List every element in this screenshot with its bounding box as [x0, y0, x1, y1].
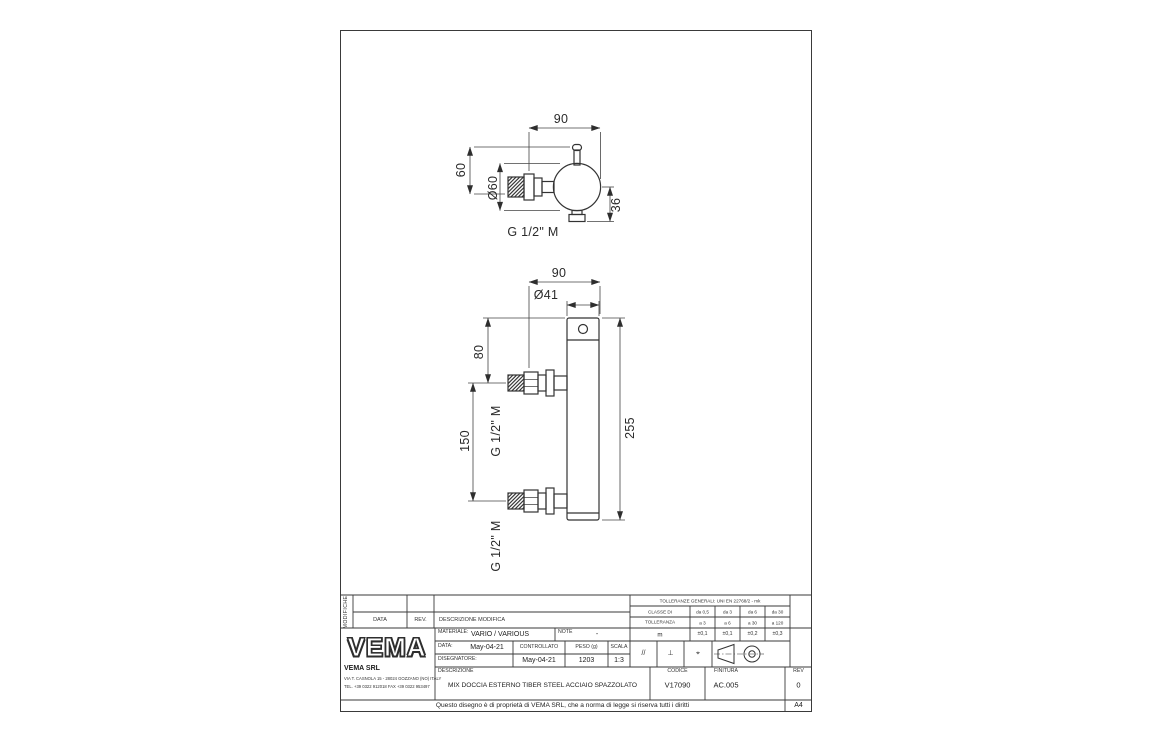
dim-side-width: 90: [553, 111, 569, 126]
dim-front-diameter: Ø41: [533, 287, 559, 302]
codice-value: V17090: [664, 680, 691, 690]
front-view-linework: [507, 317, 600, 521]
finitura-value: AC.005: [713, 680, 739, 690]
tolerance-range-header: da 0,5: [696, 608, 709, 614]
dim-side-diameter: Ø60: [485, 175, 500, 201]
descrizione-label: DESCRIZIONE: [438, 668, 474, 674]
tolerance-limit-header: a 30: [748, 619, 757, 625]
parallelism-symbol-icon: //: [641, 649, 646, 657]
data-label: DATA:: [438, 643, 453, 649]
tolerance-title: TOLLERANZE GENERALI: UNI EN 22768/2 - mk: [659, 597, 761, 603]
tolerance-limit-header: a 120: [771, 619, 784, 625]
scala-label: SCALA: [610, 643, 628, 650]
tolerance-class-label-1: CLASSE DI: [648, 609, 672, 615]
codice-label: CODICE: [667, 667, 688, 674]
disegnatore-label: DISEGNATORE:: [438, 656, 477, 662]
position-symbol-icon: ⌖: [696, 649, 700, 657]
peso-label: PESO (g): [575, 643, 598, 650]
modifiche-col-desc: DESCRIZIONE MODIFICA: [439, 617, 506, 623]
materiale-value: VARIO / VARIOUS: [470, 630, 530, 638]
front-view-dimension-lines: [468, 279, 625, 521]
rev-value: 0: [796, 680, 801, 690]
modifiche-col-rev: REV.: [414, 616, 427, 623]
dim-front-inlet-spacing: 150: [457, 430, 472, 452]
data-value: May-04-21: [470, 643, 504, 651]
projection-method-icon: [714, 643, 764, 665]
tolerance-limit-header: a 3: [699, 619, 706, 625]
note-value: -: [595, 630, 599, 638]
company-address: VIA T. CASNOLA 15 - 28024 GOZZANO (NO) I…: [344, 676, 442, 681]
controllato-label: CONTROLLATO: [519, 643, 559, 650]
titleblock-gridlines: [340, 594, 812, 712]
peso-value: 1203: [578, 656, 595, 664]
dim-side-height: 60: [453, 162, 468, 178]
finitura-label: FINITURA: [714, 667, 738, 674]
tolerance-range-header: da 6: [748, 608, 757, 614]
side-view-dimension-lines: [467, 125, 614, 222]
side-view-linework: [507, 143, 602, 223]
tolerance-class-label-2: TOLLERANZA: [644, 619, 676, 625]
tolerance-range-header: da 3: [723, 608, 732, 614]
tolerance-value: ±0,2: [747, 630, 758, 637]
label-side-thread: G 1/2" M: [507, 224, 559, 239]
label-front-thread-upper: G 1/2" M: [488, 405, 503, 457]
sheet-format-label: A4: [794, 701, 803, 709]
company-name: VEMA SRL: [344, 665, 380, 672]
tolerance-value: ±0,1: [722, 630, 733, 637]
dim-side-outlet-depth: 36: [608, 197, 623, 213]
tolerance-value: ±0,3: [772, 630, 783, 637]
rev-label: REV: [793, 667, 804, 674]
perpendicularity-symbol-icon: ⊥: [667, 649, 674, 657]
tolerance-class-value: m: [657, 630, 663, 638]
modifiche-strip-label: MODIFICHE: [342, 595, 349, 628]
materiale-label: MATERIALE:: [438, 629, 469, 635]
descrizione-value: MIX DOCCIA ESTERNO TIBER STEEL ACCIAIO S…: [447, 682, 638, 690]
scala-value: 1:3: [614, 656, 624, 664]
footer-property-note: Questo disegno è di proprietà di VEMA SR…: [435, 702, 690, 710]
label-front-thread-lower: G 1/2" M: [488, 520, 503, 572]
dim-front-total-height: 255: [622, 417, 637, 439]
dim-front-width: 90: [551, 265, 567, 280]
drawing-frame: [340, 30, 812, 712]
company-contacts: TEL. +39 0322 912018 FAX +39 0322 953497: [344, 684, 430, 689]
modifiche-col-data: DATA: [373, 616, 387, 623]
controllato-value: May-04-21: [522, 656, 556, 664]
vema-logo: VEMA: [347, 632, 427, 663]
tolerance-range-header: da 30: [771, 608, 784, 614]
tolerance-limit-header: a 6: [724, 619, 731, 625]
tolerance-value: ±0,1: [697, 630, 708, 637]
note-label: NOTE: [558, 629, 573, 635]
dim-front-top-offset: 80: [471, 344, 486, 360]
